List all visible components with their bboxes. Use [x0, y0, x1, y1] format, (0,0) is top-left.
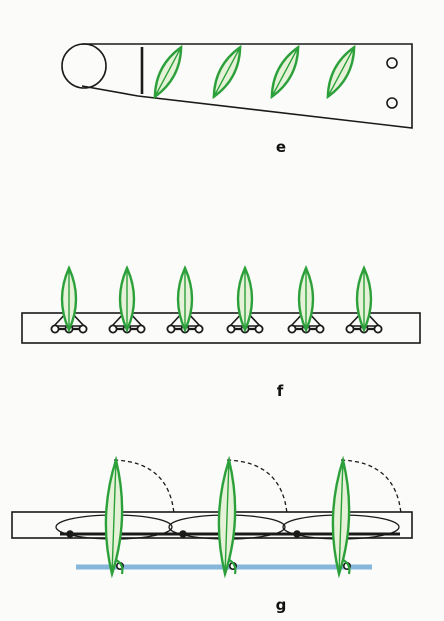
panel-e-blade-spine: [328, 49, 354, 95]
panel-e-blade: [270, 44, 300, 100]
panel-f: [21, 265, 421, 344]
panel-f-blade: [355, 265, 373, 333]
panel-g-blade: [104, 455, 124, 579]
panel-f-pivot-pin: [166, 324, 176, 334]
panel-e-mount-hole-top: [386, 57, 398, 69]
panel-e-label: e: [275, 138, 287, 156]
panel-g-blade-tail: [342, 559, 351, 575]
panel-g-blade-spine: [111, 463, 117, 571]
panel-e-blade-spine: [272, 49, 298, 95]
panel-g-pivot-dot: [66, 530, 74, 538]
panel-f-pivot-pin: [315, 324, 325, 334]
panel-f-pivot-pin: [254, 324, 264, 334]
panel-g-blade: [217, 455, 237, 579]
panel-e-blade: [326, 44, 356, 100]
panel-e-tapered-frame: [81, 43, 413, 129]
panel-f-pivot-pin: [194, 324, 204, 334]
panel-e: [61, 43, 413, 129]
panel-g-blade-assembly: [168, 455, 288, 579]
panel-f-blade-assembly: [166, 265, 204, 334]
panel-g-pivot-dot: [179, 530, 187, 538]
panel-e-hub-circle: [61, 43, 107, 89]
panel-g-blade-spine: [338, 463, 344, 571]
panel-g-label: g: [275, 596, 287, 614]
panel-f-pivot-pin: [345, 324, 355, 334]
panel-g-blade-tail: [228, 559, 237, 575]
panel-e-blades: [153, 44, 356, 100]
panel-g-swing-arc: [113, 459, 175, 515]
panel-g-blade-tail: [115, 559, 124, 575]
panel-f-blade-assembly: [50, 265, 88, 334]
panel-f-blade-assembly: [345, 265, 383, 334]
panel-e-blade-spine: [155, 49, 181, 95]
panel-f-pivot-pin: [50, 324, 60, 334]
panel-f-pivot-pin: [287, 324, 297, 334]
panel-g: [11, 455, 413, 579]
panel-e-blade: [212, 44, 242, 100]
panel-f-rail: [21, 312, 421, 344]
panel-g-blades: [55, 455, 402, 579]
panel-g-blade-assembly: [282, 455, 402, 579]
panel-f-label: f: [276, 382, 284, 400]
panel-f-pivot-pin: [108, 324, 118, 334]
panel-g-swing-arc: [340, 459, 402, 515]
panel-f-blade: [176, 265, 194, 333]
panel-f-blade: [60, 265, 78, 333]
panel-f-blade-assembly: [226, 265, 264, 334]
panel-f-blade: [297, 265, 315, 333]
panel-f-blade: [236, 265, 254, 333]
panel-f-blade-assembly: [287, 265, 325, 334]
panel-g-blade: [331, 455, 351, 579]
panel-e-blade-spine: [214, 49, 240, 95]
panel-f-pivot-pin: [136, 324, 146, 334]
panel-g-pivot-dot: [293, 530, 301, 538]
panel-f-blade-assembly: [108, 265, 146, 334]
panel-f-blades: [50, 265, 383, 334]
panel-f-pivot-pin: [373, 324, 383, 334]
panel-g-blade-assembly: [55, 455, 175, 579]
panel-f-pivot-pin: [226, 324, 236, 334]
panel-f-blade: [118, 265, 136, 333]
panel-f-pivot-pin: [78, 324, 88, 334]
panel-g-blade-spine: [224, 463, 230, 571]
panel-e-blade: [153, 44, 183, 100]
panel-e-mount-hole-bottom: [386, 97, 398, 109]
panel-g-swing-arc: [226, 459, 288, 515]
